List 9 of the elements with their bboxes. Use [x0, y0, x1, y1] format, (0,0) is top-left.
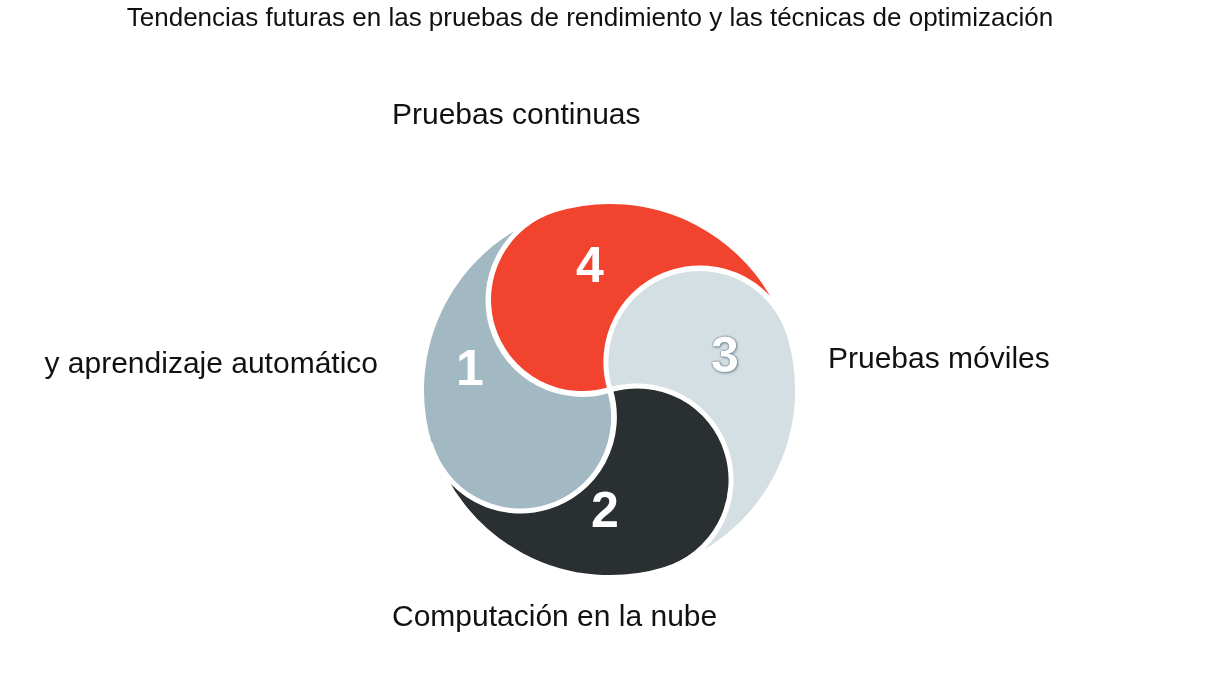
segment-label: Pruebas continuas [392, 96, 642, 132]
segment-label: y aprendizaje automático [43, 345, 378, 381]
diagram-title: Tendencias futuras en las pruebas de rendimiento y las técnicas de optimización [125, 2, 1055, 32]
segment-number: 2 [591, 483, 619, 537]
segment-number: 4 [576, 238, 604, 292]
segment-label: Pruebas móviles [828, 340, 1051, 376]
segment-number: 1 [456, 341, 484, 395]
segment-number: 3 [711, 328, 739, 382]
segment-label: Computación en la nube [392, 598, 719, 634]
